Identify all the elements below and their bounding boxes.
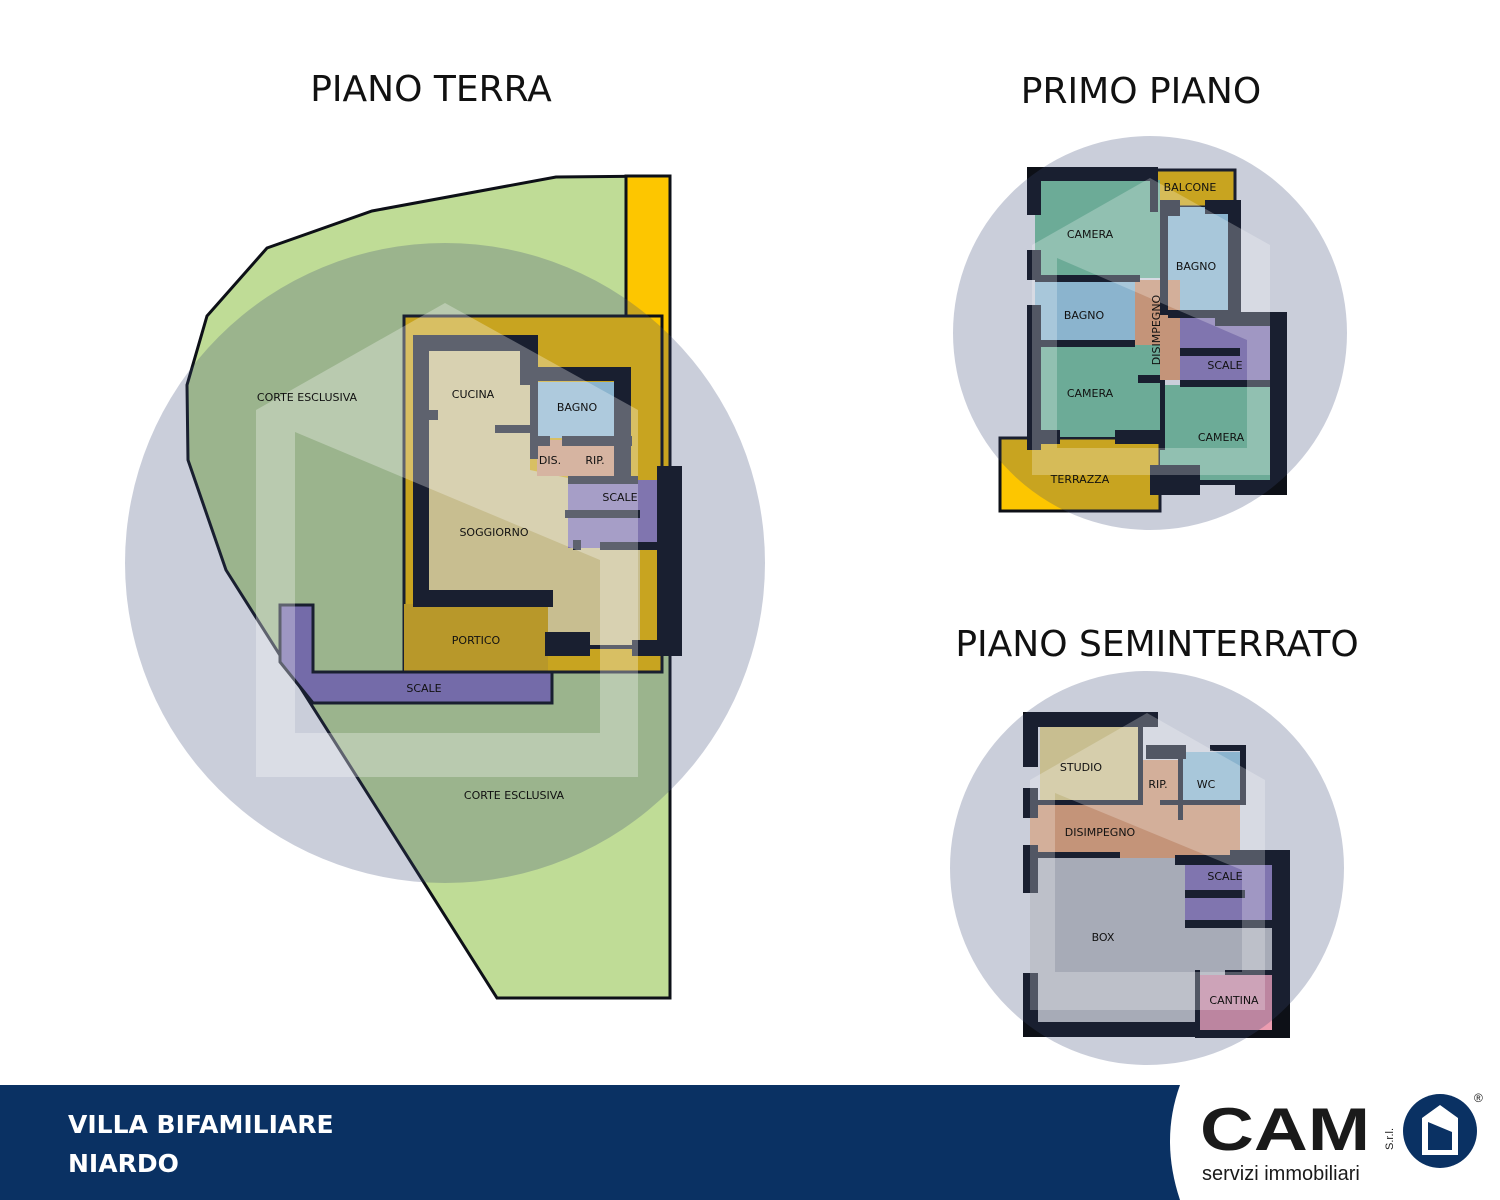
label-corte-esclusiva-2: CORTE ESCLUSIVA (464, 789, 565, 802)
logo-suffix: S.r.l. (1384, 1128, 1396, 1150)
label-bagno: BAGNO (557, 401, 598, 414)
labels-primo-piano: BALCONE CAMERA BAGNO BAGNO DISIMPEGNO SC… (1050, 181, 1245, 486)
labels-piano-terra: CORTE ESCLUSIVA CORTE ESCLUSIVA CUCINA B… (257, 388, 638, 802)
title-primo-piano: PRIMO PIANO (1021, 71, 1261, 112)
label-rip: RIP. (1148, 778, 1167, 791)
label-disimpegno: DISIMPEGNO (1065, 826, 1136, 839)
rip-area (1143, 760, 1178, 805)
label-corte-esclusiva-1: CORTE ESCLUSIVA (257, 391, 358, 404)
cantina-area (1200, 975, 1272, 1030)
bagno-2-area (1035, 282, 1135, 340)
label-cucina: CUCINA (452, 388, 495, 401)
label-scale: SCALE (602, 491, 637, 504)
exterior-stairs (278, 603, 554, 705)
logo-name: CAM (1200, 1096, 1370, 1163)
bagno-area (537, 382, 614, 438)
logo-house-icon (1403, 1094, 1477, 1168)
label-wc: WC (1197, 778, 1216, 791)
label-scale: SCALE (1207, 359, 1242, 372)
logo-tagline: servizi immobiliari (1202, 1163, 1360, 1185)
camera-2-area (1040, 345, 1160, 437)
label-camera-3: CAMERA (1198, 431, 1245, 444)
label-bagno-1: BAGNO (1176, 260, 1217, 273)
walls-ground (413, 335, 682, 656)
label-rip: RIP. (585, 454, 604, 467)
plan-primo-piano (998, 167, 1287, 513)
footer: VILLA BIFAMILIARE NIARDO CAM S.r.l. serv… (0, 1085, 1500, 1200)
disimpegno-area (1030, 805, 1240, 858)
labels-piano-seminterrato: STUDIO RIP. WC DISIMPEGNO SCALE BOX CANT… (1060, 761, 1259, 1007)
label-box: BOX (1092, 931, 1115, 944)
watermark-logo (125, 136, 1347, 1065)
title-piano-terra: PIANO TERRA (310, 69, 552, 110)
portico-area (404, 604, 548, 672)
footer-location: NIARDO (68, 1149, 179, 1178)
label-disimpegno: DISIMPEGNO (1150, 294, 1163, 365)
label-cantina: CANTINA (1209, 994, 1259, 1007)
title-piano-seminterrato: PIANO SEMINTERRATO (955, 624, 1358, 665)
walls-basement (1023, 712, 1290, 1038)
living-area (420, 350, 640, 645)
label-scale: SCALE (1207, 870, 1242, 883)
label-balcone: BALCONE (1164, 181, 1217, 194)
label-terrazza: TERRAZZA (1050, 473, 1110, 486)
label-studio: STUDIO (1060, 761, 1102, 774)
label-camera-1: CAMERA (1067, 228, 1114, 241)
studio-area (1040, 727, 1140, 803)
plan-piano-seminterrato (1023, 712, 1290, 1038)
walls-first (1027, 167, 1287, 495)
label-dis: DIS. (539, 454, 561, 467)
wc-area (1183, 752, 1240, 805)
plan-piano-terra (185, 174, 682, 1000)
logo-registered: ® (1474, 1091, 1483, 1105)
label-portico: PORTICO (452, 634, 501, 647)
label-scale-esterne: SCALE (406, 682, 441, 695)
label-soggiorno: SOGGIORNO (459, 526, 528, 539)
label-bagno-2: BAGNO (1064, 309, 1105, 322)
cam-logo: CAM S.r.l. servizi immobiliari ® (1200, 1091, 1483, 1185)
footer-title: VILLA BIFAMILIARE (68, 1110, 334, 1139)
camera-1-area (1035, 180, 1160, 278)
label-camera-2: CAMERA (1067, 387, 1114, 400)
